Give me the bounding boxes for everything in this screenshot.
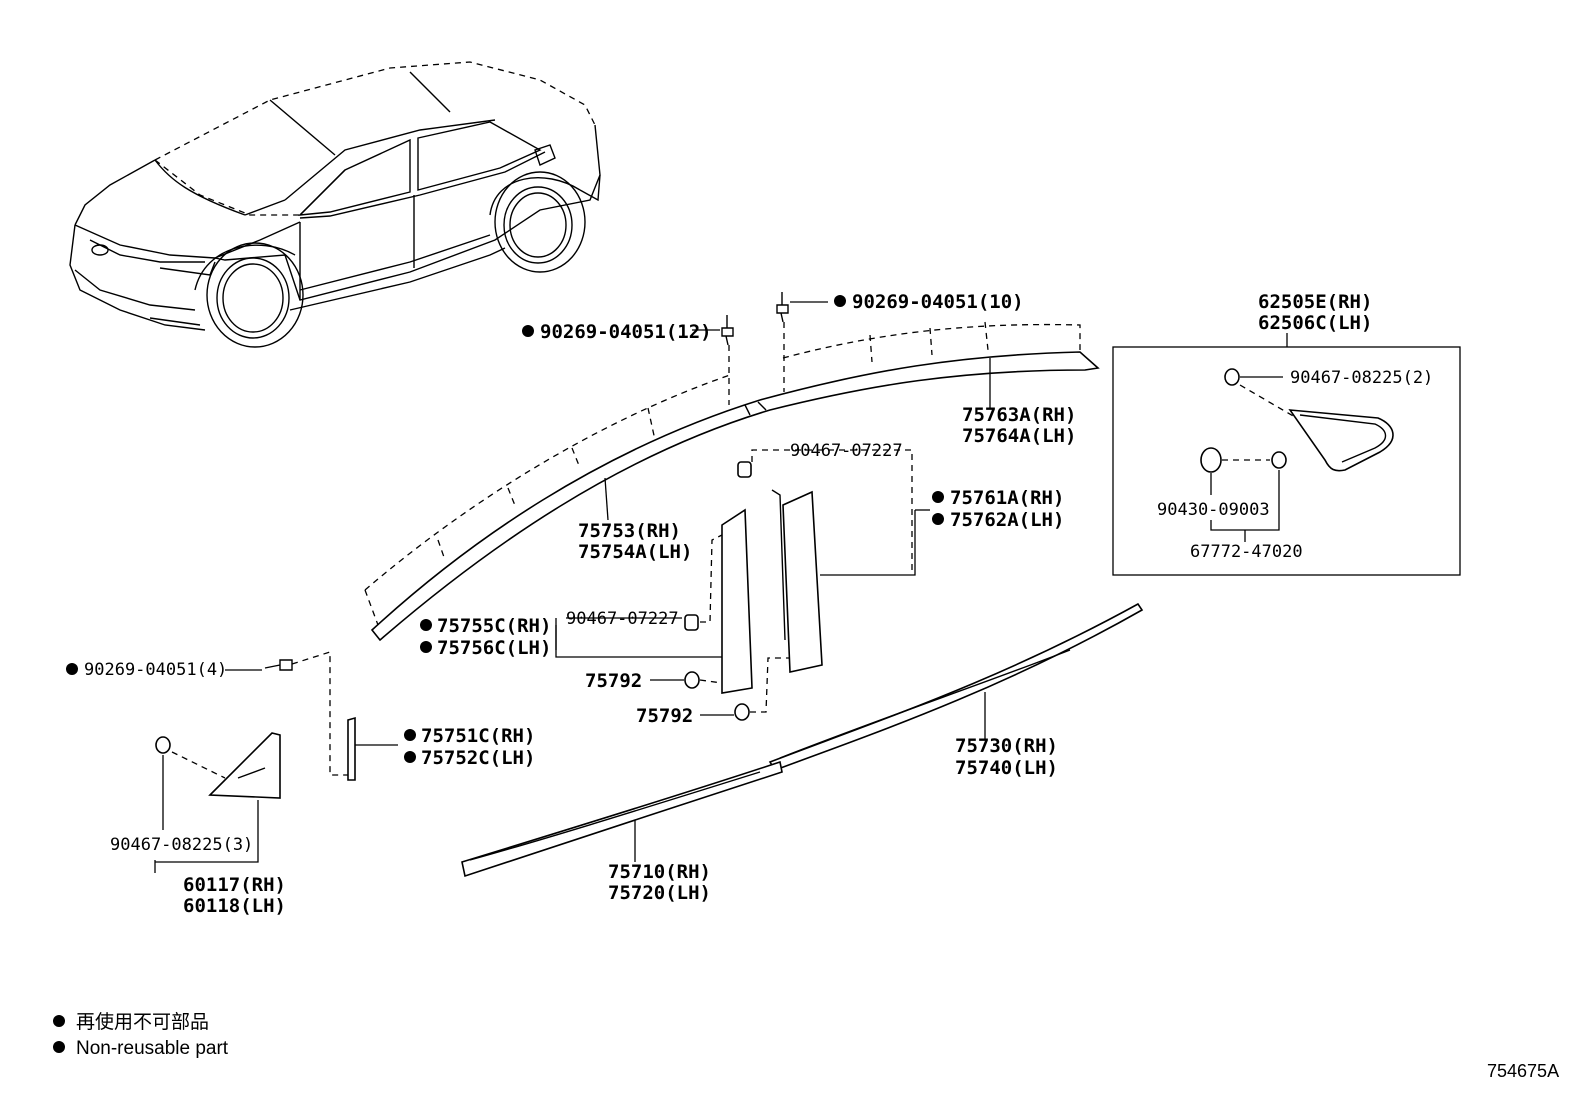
roof-molding	[364, 321, 1100, 642]
clip-90467-07227-b	[684, 534, 723, 631]
legend-jp: 再使用不可部品	[76, 1011, 209, 1033]
label-75763: 75763A(RH)	[962, 404, 1076, 426]
legend-en: Non-reusable part	[76, 1038, 229, 1059]
clip-90467-07227-a	[737, 449, 913, 575]
clip-90269-12	[721, 315, 734, 405]
label-75730: 75730(RH)	[955, 735, 1058, 757]
label-90467-07227-b: 90467-07227	[566, 609, 679, 629]
label-90269-4: 90269-04051(4)	[84, 660, 227, 680]
pillar-garnish-75755	[721, 508, 753, 694]
clip-90269-10	[776, 292, 789, 392]
label-75792-a: 75792	[585, 670, 642, 692]
legend-bullet-icon	[53, 1041, 65, 1053]
label-67772: 67772-47020	[1190, 542, 1303, 562]
label-90269-12: 90269-04051(12)	[540, 321, 712, 343]
label-75755: 75755C(RH)	[437, 615, 551, 637]
nut-75792-a	[650, 671, 723, 689]
diagram-id: 754675A	[1487, 1061, 1559, 1081]
label-75762: 75762A(LH)	[950, 509, 1064, 531]
belt-molding-75710	[461, 760, 783, 878]
legend-bullet-icon	[53, 1015, 65, 1027]
label-75764: 75764A(LH)	[962, 425, 1076, 447]
mirror-garnish-60117	[154, 732, 281, 873]
belt-molding-75730	[768, 602, 1144, 771]
label-75754: 75754A(LH)	[578, 541, 692, 563]
label-90430: 90430-09003	[1157, 500, 1270, 520]
label-60118: 60118(LH)	[183, 895, 286, 917]
label-75792-b: 75792	[636, 705, 693, 727]
label-group: 90269-04051(12) 90269-04051(10) 62505E(R…	[66, 291, 1433, 917]
label-75756: 75756C(LH)	[437, 637, 551, 659]
label-75753: 75753(RH)	[578, 520, 681, 542]
label-90269-10: 90269-04051(10)	[852, 291, 1024, 313]
label-75751: 75751C(RH)	[421, 725, 535, 747]
label-75752: 75752C(LH)	[421, 747, 535, 769]
label-75740: 75740(LH)	[955, 757, 1058, 779]
inset-box-62505	[1112, 333, 1461, 576]
label-90467-08225-2: 90467-08225(2)	[1290, 368, 1433, 388]
nut-75792-b	[700, 657, 790, 721]
legend: 再使用不可部品 Non-reusable part	[53, 1011, 229, 1059]
garnish-75751	[347, 716, 398, 781]
clip-90269-4	[225, 651, 350, 776]
label-90467-07227-a: 90467-07227	[790, 441, 903, 461]
label-75710: 75710(RH)	[608, 861, 711, 883]
label-75720: 75720(LH)	[608, 882, 711, 904]
label-62505: 62505E(RH)	[1258, 291, 1372, 313]
label-90467-08225-3: 90467-08225(3)	[110, 835, 253, 855]
label-75761: 75761A(RH)	[950, 487, 1064, 509]
label-60117: 60117(RH)	[183, 874, 286, 896]
car-illustration	[69, 61, 601, 348]
pillar-garnish-75761	[771, 489, 823, 673]
label-62506: 62506C(LH)	[1258, 312, 1372, 334]
